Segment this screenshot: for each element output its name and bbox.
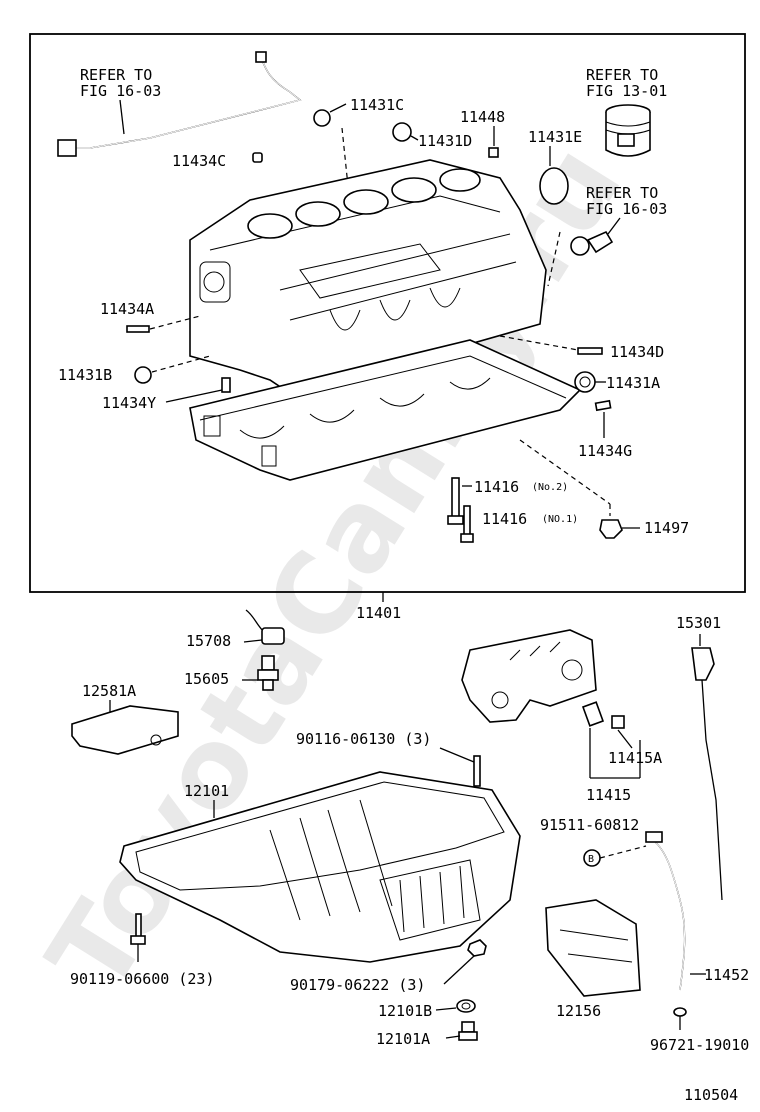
- bolt-11416-no2: [447, 477, 464, 525]
- refer-fig-13-01-line2: FIG 13-01: [586, 82, 667, 100]
- bolt-11416-no1: [460, 505, 474, 543]
- sensor-15708: [245, 609, 285, 645]
- plug-11431E: [539, 167, 569, 205]
- leader-refer-left: [119, 99, 125, 135]
- label-12101: 12101: [184, 782, 229, 800]
- label-91511: 91511-60812: [540, 816, 639, 834]
- bearing-cap-frame: [189, 339, 582, 481]
- label-12156: 12156: [556, 1002, 601, 1020]
- label-12581A: 12581A: [82, 682, 136, 700]
- baffle-12581A: [71, 705, 179, 755]
- oil-pump-body: [461, 629, 597, 723]
- label-96721: 96721-19010: [650, 1036, 749, 1054]
- oil-pipe: [57, 51, 302, 157]
- refer-fig-16-03-left-line2: FIG 16-03: [80, 82, 161, 100]
- label-15301: 15301: [676, 614, 721, 632]
- refer-fig-16-03-right-line2: FIG 16-03: [586, 200, 667, 218]
- label-15708: 15708: [186, 632, 231, 650]
- plug-11431A: [574, 371, 596, 393]
- figure-number: 110504: [684, 1086, 738, 1104]
- label-11452: 11452: [704, 966, 749, 984]
- dipstick-15301: [691, 647, 723, 901]
- label-11434D: 11434D: [610, 343, 664, 361]
- piston: [605, 104, 651, 157]
- label-11431D: 11431D: [418, 132, 472, 150]
- pin-11434Y: [221, 377, 231, 393]
- nut-90179: [467, 939, 487, 957]
- label-11416-no2: 11416: [474, 478, 519, 496]
- oil-strainer-12156: [545, 899, 641, 997]
- refer-fig-16-03-left-line1: REFER TO: [80, 66, 152, 84]
- label-11434C: 11434C: [172, 152, 226, 170]
- label-11416-no1-note: (NO.1): [542, 514, 578, 525]
- pin-11434A: [126, 325, 150, 333]
- refer-fig-13-01-line1: REFER TO: [586, 66, 658, 84]
- plug-11431B: [134, 366, 152, 384]
- label-11434Y: 11434Y: [102, 394, 156, 412]
- label-90116: 90116-06130 (3): [296, 730, 431, 748]
- plug-11431C: [313, 109, 331, 127]
- label-11431E: 11431E: [528, 128, 582, 146]
- label-11434G: 11434G: [578, 442, 632, 460]
- label-11497: 11497: [644, 519, 689, 537]
- gauge-guide-11452: [645, 831, 686, 991]
- svg-text:B: B: [588, 854, 594, 865]
- stud-90116: [473, 755, 481, 787]
- label-90119: 90119-06600 (23): [70, 970, 215, 988]
- oil-fitting-right: [570, 230, 614, 256]
- label-11434A: 11434A: [100, 300, 154, 318]
- label-12101A: 12101A: [376, 1030, 430, 1048]
- label-90179: 90179-06222 (3): [290, 976, 425, 994]
- sensor-15605: [257, 655, 279, 691]
- label-11416-no2-note: (No.2): [532, 482, 568, 493]
- label-11431C: 11431C: [350, 96, 404, 114]
- gasket-12101B: [456, 999, 476, 1013]
- oil-pan: [119, 771, 521, 963]
- label-11431A: 11431A: [606, 374, 660, 392]
- refer-fig-16-03-right-line1: REFER TO: [586, 184, 658, 202]
- pin-11434D: [577, 347, 603, 355]
- pin-11434G: [594, 399, 612, 412]
- cylinder-block: [189, 159, 547, 401]
- label-11401: 11401: [356, 604, 401, 622]
- label-12101B: 12101B: [378, 1002, 432, 1020]
- plug-11431D: [392, 122, 412, 142]
- drain-plug-12101A: [458, 1021, 478, 1041]
- label-11448: 11448: [460, 108, 505, 126]
- oring-96721: [673, 1007, 687, 1017]
- label-15605: 15605: [184, 670, 229, 688]
- cylinder-block-frame: [29, 33, 746, 593]
- pin-11434C: [252, 152, 263, 163]
- pin-11448: [488, 147, 499, 158]
- relief-valve-11415A: [581, 701, 625, 729]
- label-11416-no1: 11416: [482, 510, 527, 528]
- label-11415A: 11415A: [608, 749, 662, 767]
- label-11415: 11415: [586, 786, 631, 804]
- label-11431B: 11431B: [58, 366, 112, 384]
- plug-11497: [599, 519, 623, 539]
